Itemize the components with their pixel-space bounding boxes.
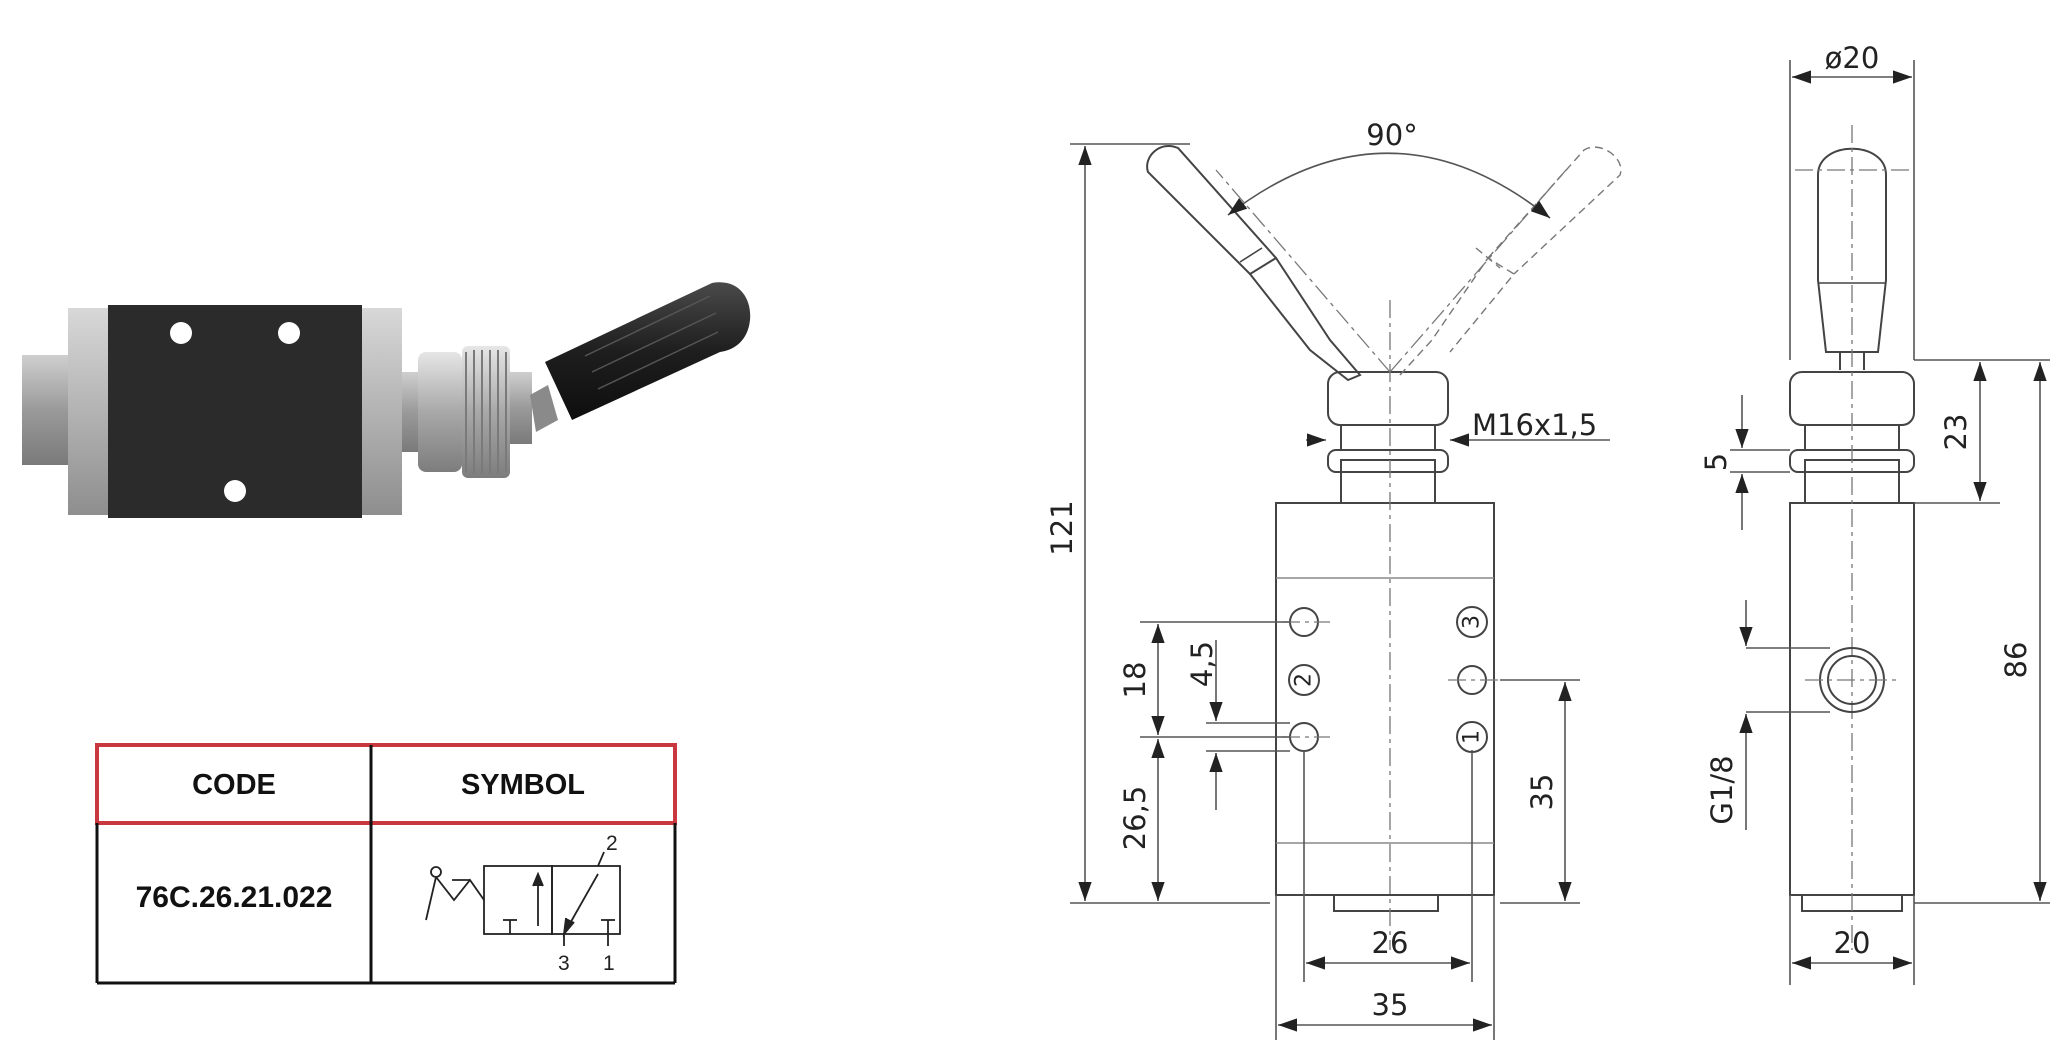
product-render bbox=[22, 282, 751, 518]
dim-35-vertical-label: 35 bbox=[1525, 774, 1559, 811]
dim-18-label: 18 bbox=[1118, 662, 1152, 699]
symbol-header: SYMBOL bbox=[461, 769, 585, 801]
angle-label: 90° bbox=[1366, 118, 1417, 152]
dim-26-5-label: 26,5 bbox=[1118, 786, 1152, 851]
angle-dimension-arc bbox=[1227, 152, 1551, 219]
dim-23-label: 23 bbox=[1939, 414, 1973, 451]
side-view: ø20 5 23 86 G1/8 20 bbox=[1699, 41, 2050, 985]
dim-26-label: 26 bbox=[1372, 926, 1409, 960]
port-marker-2 bbox=[1288, 664, 1320, 696]
dim-20-label: 20 bbox=[1834, 926, 1871, 960]
symbol-port-3: 3 bbox=[558, 952, 570, 975]
mounting-hole bbox=[224, 480, 246, 502]
lever-handle bbox=[545, 282, 751, 420]
lock-nut bbox=[418, 352, 462, 472]
front-view: 2 3 1 90° M16x1,5 121 18 4,5 26,5 35 bbox=[1045, 118, 1622, 1040]
mounting-hole bbox=[170, 322, 192, 344]
dim-4-5-label: 4,5 bbox=[1185, 641, 1219, 687]
side-handle-outline bbox=[1817, 147, 1887, 353]
height-121-label: 121 bbox=[1045, 500, 1079, 555]
dim-5-label: 5 bbox=[1699, 453, 1733, 471]
symbol-port-2: 2 bbox=[606, 832, 618, 855]
table-header-border bbox=[95, 743, 677, 825]
thread-label: M16x1,5 bbox=[1472, 408, 1597, 442]
mounting-hole bbox=[278, 322, 300, 344]
port-label-1: 1 bbox=[1460, 730, 1485, 744]
lever-pivot bbox=[510, 372, 532, 444]
port-label-2: 2 bbox=[1292, 673, 1317, 687]
dim-86-label: 86 bbox=[1999, 642, 2033, 679]
symbol-port-1: 1 bbox=[603, 952, 615, 975]
right-endcap bbox=[362, 308, 402, 515]
left-endcap bbox=[68, 308, 110, 515]
spec-table: CODE SYMBOL 76C.26.21.022 2 3 1 bbox=[95, 743, 677, 985]
left-stub bbox=[22, 355, 72, 465]
lever-shank bbox=[530, 385, 558, 432]
code-header: CODE bbox=[192, 769, 276, 801]
knurled-ring bbox=[462, 346, 510, 478]
dim-35-width-label: 35 bbox=[1372, 988, 1409, 1022]
port-marker-3 bbox=[1456, 606, 1488, 638]
valve-body-outline bbox=[1275, 502, 1495, 896]
diameter-label: ø20 bbox=[1825, 41, 1880, 75]
port-thread-label: G1/8 bbox=[1705, 755, 1739, 824]
valve-symbol bbox=[425, 851, 621, 946]
product-code: 76C.26.21.022 bbox=[136, 881, 333, 914]
port-label-3: 3 bbox=[1460, 615, 1485, 629]
